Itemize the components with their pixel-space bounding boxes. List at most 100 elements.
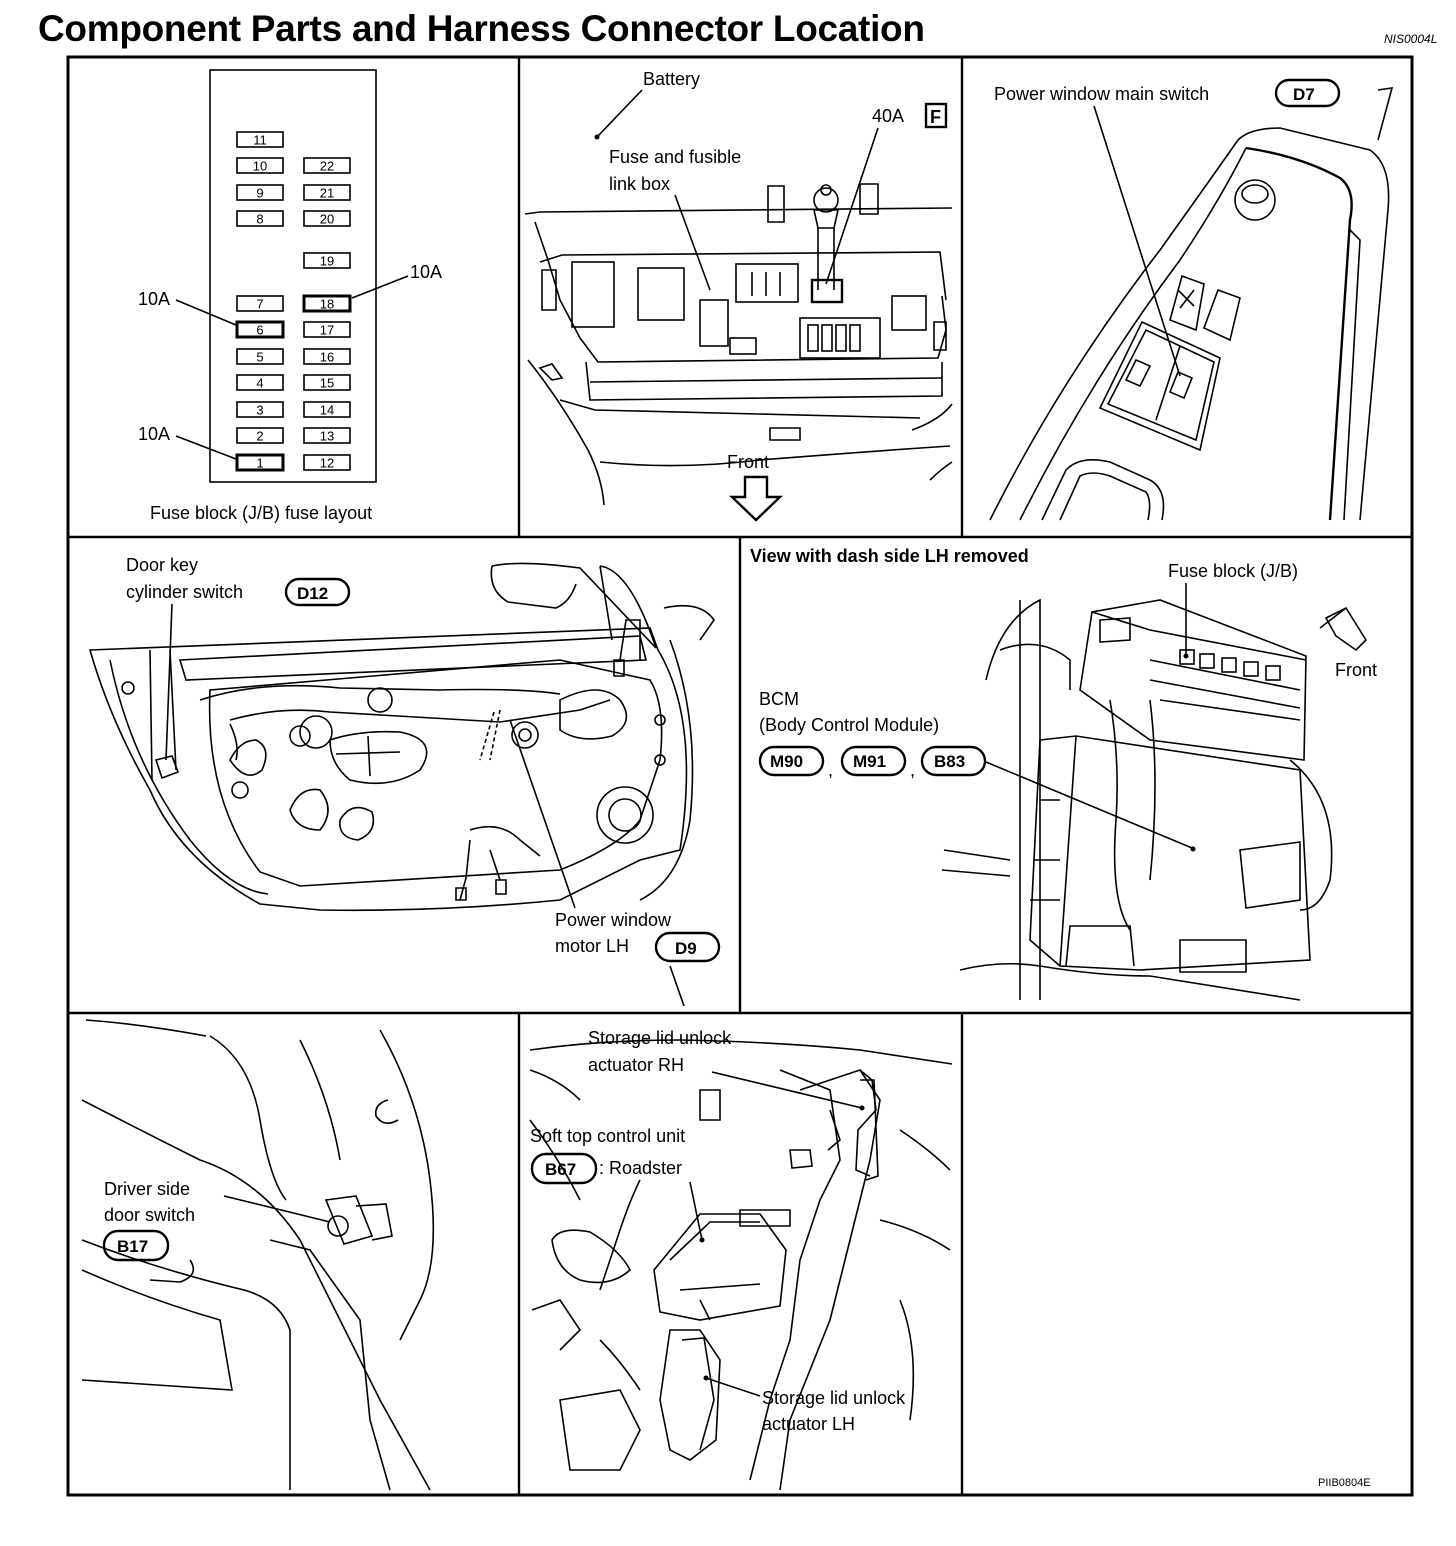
fuse-number: 20 — [320, 212, 334, 227]
connector-b83-badge — [920, 745, 987, 777]
engine-bay-drawing — [524, 183, 953, 506]
fuse-slot — [303, 401, 351, 418]
fuse-block-jb-label: Fuse block (J/B) — [1168, 561, 1298, 581]
soft-top-label: Soft top control unit — [530, 1126, 685, 1146]
connector-d9-badge — [654, 931, 721, 963]
connector-b83: B83 — [934, 752, 965, 771]
fuse-box-label-line1: Fuse and fusible — [609, 147, 741, 167]
door-switch-label-line1: Driver side — [104, 1179, 190, 1199]
fuse-block-outline — [209, 69, 377, 483]
battery-leader — [597, 89, 643, 137]
fuse-slot — [235, 320, 285, 339]
fuse-slot — [303, 210, 351, 227]
fuse-box-label-line2: link box — [609, 174, 670, 194]
connector-d7: D7 — [1293, 85, 1315, 104]
page-title: Component Parts and Harness Connector Lo… — [38, 8, 925, 49]
fuse-slot — [236, 374, 284, 391]
fuse-number: 22 — [320, 159, 334, 174]
connector-d7-badge — [1274, 78, 1341, 108]
storage-panel: Storage lid unlock actuator RH Soft top … — [529, 1028, 953, 1491]
storage-rh-label-line1: Storage lid unlock — [588, 1028, 732, 1048]
window-switch-leader — [1093, 105, 1181, 377]
fuse-number: 7 — [256, 297, 263, 312]
storage-drawing — [529, 1039, 953, 1491]
window-motor-label-line2: motor LH — [555, 936, 629, 956]
fuse-slot — [236, 401, 284, 418]
fuse-number: 18 — [320, 297, 334, 312]
fuse-slot — [303, 321, 351, 338]
fuse-slot — [303, 374, 351, 391]
fuse-number: 14 — [320, 403, 334, 418]
fuse-number: 1 — [256, 456, 263, 471]
dash-heading: View with dash side LH removed — [750, 546, 1029, 566]
connector-m91: M91 — [853, 752, 886, 771]
connector-d12-badge — [284, 577, 351, 607]
door-switch-label-line2: door switch — [104, 1205, 195, 1225]
bcm-label-line2: (Body Control Module) — [759, 715, 939, 735]
window-switch-label: Power window main switch — [994, 84, 1209, 104]
fuse-number: 12 — [320, 456, 334, 471]
connector-b67-badge — [530, 1152, 598, 1185]
connector-b17: B17 — [117, 1237, 148, 1256]
fuse-number: 9 — [256, 186, 263, 201]
fuse-slot — [303, 252, 351, 269]
fuse-18-leader — [351, 275, 409, 299]
fuse-number: 13 — [320, 429, 334, 444]
fusible-link-letter-box — [924, 102, 948, 129]
fuse-number: 3 — [256, 403, 263, 418]
fuse-number: 8 — [256, 212, 263, 227]
door-key-label-line2: cylinder switch — [126, 582, 243, 602]
connector-d9: D9 — [675, 939, 697, 958]
fuse-slot — [303, 348, 351, 365]
dash-drawing — [941, 598, 1368, 1001]
connector-b17-badge — [102, 1229, 170, 1262]
battery-panel: Battery Fuse and fusible link box 40A F … — [524, 69, 953, 522]
storage-lh-leader — [705, 1377, 761, 1397]
storage-lh-label-line2: actuator LH — [762, 1414, 855, 1434]
connector-m90: M90 — [770, 752, 803, 771]
fuse-6-leader — [175, 299, 237, 326]
front-label-dash: Front — [1335, 660, 1377, 680]
battery-label: Battery — [643, 69, 700, 89]
fuse-number: 6 — [256, 323, 263, 338]
fuse-slot — [303, 454, 351, 471]
fuse-number: 10 — [253, 159, 267, 174]
window-motor-leader — [509, 719, 576, 909]
fusible-link-letter: F — [930, 107, 941, 127]
frame-grid — [66, 55, 1414, 1497]
bcm-leader — [985, 761, 1193, 849]
bcm-label-line1: BCM — [759, 689, 799, 709]
fuse-number: 21 — [320, 186, 334, 201]
fusible-link-value: 40A — [872, 106, 904, 126]
fuse-slot — [303, 184, 351, 201]
soft-top-leader — [689, 1181, 703, 1241]
fuse-slot — [235, 453, 285, 472]
fuse-number: 4 — [256, 376, 263, 391]
door-switch-panel: Driver side door switch B17 — [81, 1019, 435, 1491]
storage-rh-label-line2: actuator RH — [588, 1055, 684, 1075]
connector-separator: , — [910, 760, 915, 780]
fuse-slot — [236, 427, 284, 444]
fuse-number: 2 — [256, 429, 263, 444]
door-drawing — [88, 562, 715, 912]
fuse-1-callout: 10A — [138, 424, 170, 444]
connector-b67: B67 — [545, 1160, 576, 1179]
connector-m91-badge — [840, 745, 907, 777]
figure-code: PIIB0804E — [1318, 1477, 1371, 1489]
fuse-6-callout: 10A — [138, 289, 170, 309]
fuse-slot — [303, 157, 351, 174]
fuse-number: 5 — [256, 350, 263, 365]
fuse-slot — [236, 131, 284, 148]
door-panel: Door key cylinder switch D12 Power windo… — [88, 555, 721, 1007]
fuse-slot — [303, 427, 351, 444]
storage-lh-label-line1: Storage lid unlock — [762, 1388, 906, 1408]
front-arrow-icon — [729, 475, 783, 522]
fuse-slot — [236, 157, 284, 174]
door-switch-leader — [223, 1195, 331, 1223]
storage-rh-leader — [711, 1071, 863, 1109]
soft-top-suffix: : Roadster — [599, 1158, 682, 1178]
